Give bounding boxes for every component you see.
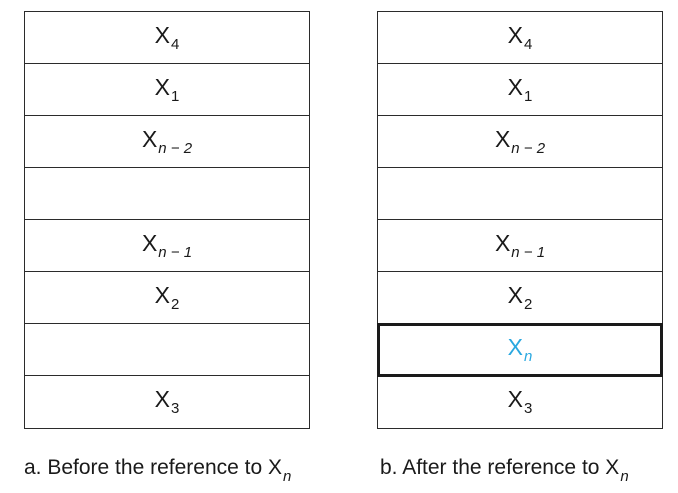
cache-block: Xn − 1: [25, 220, 309, 272]
cache-block: X3: [378, 376, 662, 428]
caption-text: b. After the reference to X: [380, 456, 620, 479]
cache-block: X4: [25, 12, 309, 64]
block-base: X: [507, 21, 523, 48]
cache-block-empty: [25, 324, 309, 376]
cache-after: X4 X1 Xn − 2 Xn − 1 X2 Xn X3: [377, 11, 663, 429]
block-base: X: [154, 281, 170, 308]
block-base: X: [494, 125, 511, 152]
block-base: X: [507, 386, 523, 412]
block-subscript: 4: [524, 35, 533, 53]
block-base: X: [154, 21, 170, 48]
cache-block: X3: [25, 376, 309, 428]
caption-after: b. After the reference to Xn: [380, 456, 629, 485]
cache-before: X4 X1 Xn − 2 Xn − 1 X2 X3: [24, 11, 310, 429]
block-subscript: 2: [171, 295, 180, 313]
block-subscript: 4: [171, 35, 180, 53]
cache-block-highlighted: Xn: [377, 323, 663, 377]
block-subscript: n − 1: [158, 243, 193, 261]
block-subscript: n − 2: [511, 139, 546, 157]
block-base: X: [494, 229, 511, 256]
block-subscript: n − 1: [511, 243, 546, 261]
block-base: X: [154, 386, 170, 412]
cache-block: X1: [378, 64, 662, 116]
caption-text: a. Before the reference to X: [24, 456, 282, 479]
block-base: X: [507, 281, 523, 308]
cache-block-empty: [378, 168, 662, 220]
caption-subscript: n: [620, 468, 629, 485]
cache-block: X4: [378, 12, 662, 64]
block-base: X: [154, 73, 170, 100]
cache-block: Xn − 2: [378, 116, 662, 168]
cache-block: X1: [25, 64, 309, 116]
caption-before: a. Before the reference to Xn: [24, 456, 291, 485]
cache-block: Xn − 1: [378, 220, 662, 272]
cache-block: X2: [378, 272, 662, 324]
cache-block-empty: [25, 168, 309, 220]
block-base: X: [507, 73, 523, 100]
cache-block: Xn − 2: [25, 116, 309, 168]
block-subscript: n: [524, 347, 533, 365]
block-subscript: 3: [171, 400, 180, 417]
block-subscript: 1: [171, 87, 180, 105]
block-subscript: 2: [524, 295, 533, 313]
block-subscript: 3: [524, 400, 533, 417]
block-subscript: 1: [524, 87, 533, 105]
block-subscript: n − 2: [158, 139, 193, 157]
caption-subscript: n: [283, 468, 292, 485]
block-base: X: [507, 333, 523, 360]
cache-block: X2: [25, 272, 309, 324]
block-base: X: [141, 125, 158, 152]
block-base: X: [141, 229, 158, 256]
